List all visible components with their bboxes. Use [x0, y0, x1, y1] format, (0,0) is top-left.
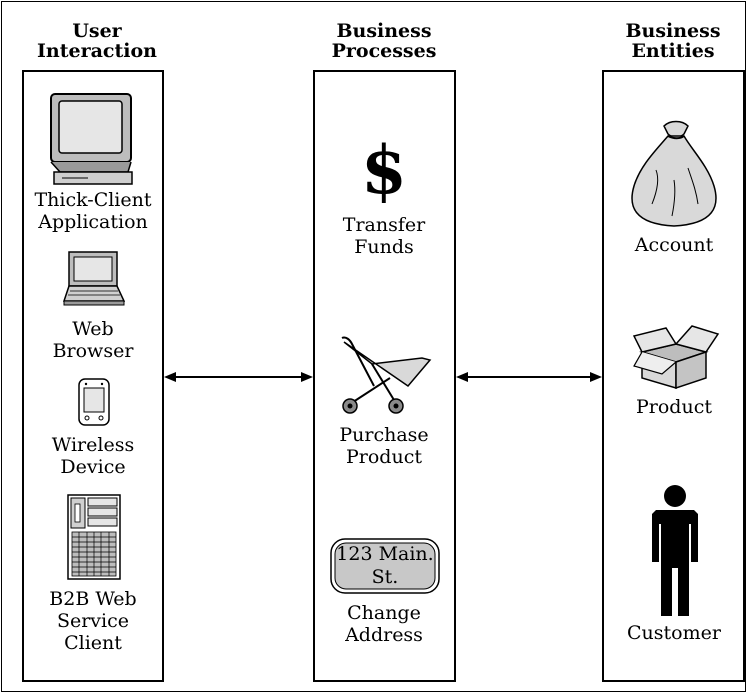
b2b-client-label: B2B Web Service Client: [3, 588, 183, 654]
shopping-cart-icon: [341, 336, 432, 414]
header-business-processes: Business Processes: [284, 21, 484, 61]
header-business-entities: Business Entities: [573, 21, 749, 61]
label-line: Device: [60, 456, 126, 478]
address-line: St.: [371, 566, 399, 588]
label-line: Change: [347, 602, 421, 624]
label-line: Purchase: [339, 424, 429, 446]
account-label: Account: [584, 234, 749, 256]
wireless-device-label: Wireless Device: [3, 434, 183, 478]
label-line: Web: [72, 318, 114, 340]
transfer-funds-label: Transfer Funds: [294, 214, 474, 258]
label-line: Product: [636, 396, 712, 418]
laptop-icon: [63, 251, 125, 306]
box-icon: [632, 325, 720, 390]
label-line: Customer: [627, 622, 721, 644]
double-arrow-left: [164, 372, 313, 382]
thick-client-label: Thick-Client Application: [3, 189, 183, 233]
header-line: Business: [625, 20, 721, 42]
header-line: Interaction: [37, 40, 157, 62]
label-line: Client: [64, 632, 122, 654]
address-card-icon: 123 Main. St.: [330, 538, 440, 594]
label-line: Service: [56, 610, 130, 632]
dollar-icon: $: [361, 131, 407, 209]
header-line: Processes: [331, 40, 437, 62]
change-address-label: Change Address: [294, 602, 474, 646]
label-line: Transfer: [342, 214, 426, 236]
web-browser-label: Web Browser: [3, 318, 183, 362]
purchase-product-label: Purchase Product: [294, 424, 474, 468]
label-line: Funds: [354, 236, 414, 258]
label-line: Account: [634, 234, 714, 256]
label-line: Wireless: [51, 434, 135, 456]
customer-label: Customer: [584, 622, 749, 644]
person-icon: [652, 485, 698, 616]
server-icon: [67, 494, 121, 580]
label-line: Product: [346, 446, 422, 468]
double-arrow-right: [456, 372, 602, 382]
money-bag-icon: [631, 120, 717, 227]
header-line: Business: [336, 20, 432, 42]
monitor-icon: [50, 93, 133, 185]
address-line: 123 Main.: [336, 543, 434, 565]
product-label: Product: [584, 396, 749, 418]
label-line: Thick-Client: [34, 189, 152, 211]
header-line: User: [72, 20, 122, 42]
label-line: B2B Web: [49, 588, 137, 610]
header-user-interaction: User Interaction: [0, 21, 197, 61]
label-line: Address: [345, 624, 423, 646]
header-line: Entities: [631, 40, 715, 62]
label-line: Browser: [52, 340, 134, 362]
label-line: Application: [38, 211, 148, 233]
pda-icon: [78, 378, 110, 426]
